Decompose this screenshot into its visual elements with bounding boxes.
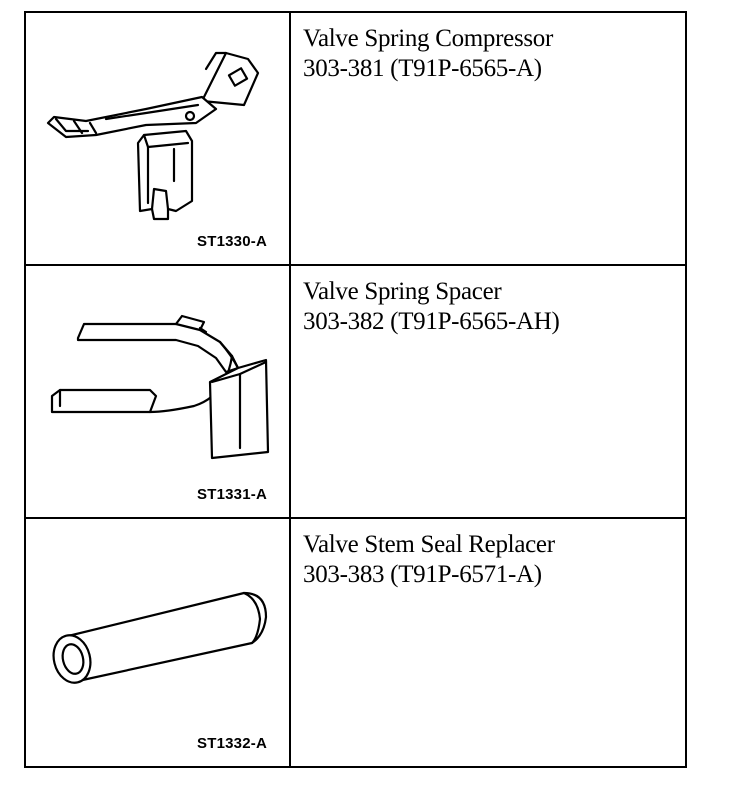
tool-description-cell-2: Valve Spring Spacer 303-382 (T91P-6565-A… [291, 266, 685, 519]
tool-image-cell-2: ST1331-A [26, 266, 291, 519]
valve-spring-compressor-drawing [46, 51, 260, 221]
tool-description-cell-3: Valve Stem Seal Replacer 303-383 (T91P-6… [291, 519, 685, 766]
tool-image-cell-3: ST1332-A [26, 519, 291, 766]
tool-description-cell-1: Valve Spring Compressor 303-381 (T91P-65… [291, 13, 685, 266]
image-code: ST1330-A [197, 233, 267, 250]
tool-name: Valve Spring Compressor [303, 25, 554, 52]
image-code: ST1332-A [197, 735, 267, 752]
tool-name: Valve Stem Seal Replacer [303, 531, 555, 558]
special-tools-table: ST1330-A Valve Spring Compressor 303-381… [24, 11, 687, 768]
tool-part-number: 303-382 (T91P-6565-AH) [303, 308, 560, 335]
tool-part-number: 303-383 (T91P-6571-A) [303, 561, 542, 588]
tool-image-cell-1: ST1330-A [26, 13, 291, 266]
tool-name: Valve Spring Spacer [303, 278, 502, 305]
tool-part-number: 303-381 (T91P-6565-A) [303, 55, 542, 82]
image-code: ST1331-A [197, 486, 267, 503]
valve-spring-spacer-drawing [50, 314, 270, 460]
valve-stem-seal-replacer-drawing [52, 591, 268, 684]
